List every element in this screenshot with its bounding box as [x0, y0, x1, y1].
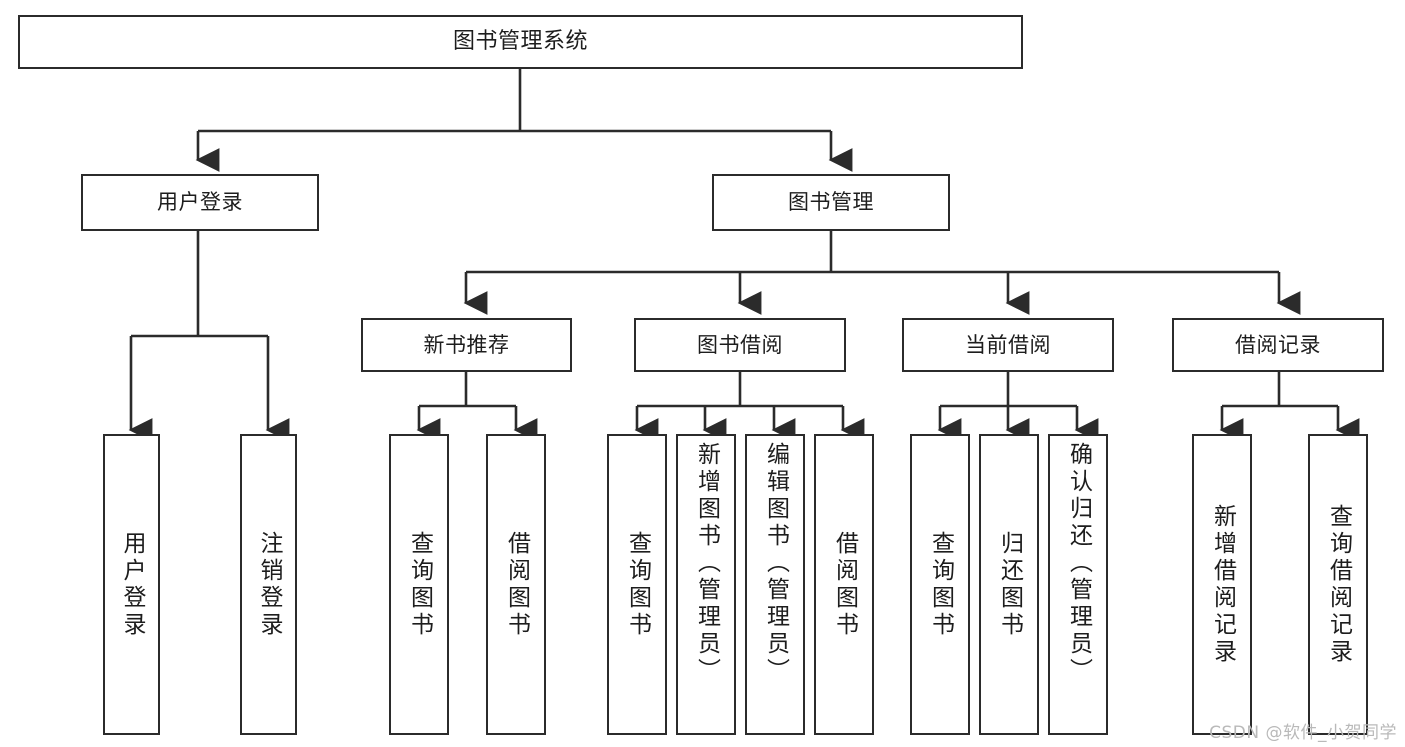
node-user-login[interactable]: 用户登录	[81, 174, 319, 231]
leaf-new-book-borrow-book[interactable]: 借阅图书	[486, 434, 546, 735]
node-label: 归还图书	[996, 530, 1023, 639]
node-label: 借阅图书	[831, 530, 858, 639]
leaf-book-borrow-add-book-admin[interactable]: 新增图书（管理员）	[676, 434, 736, 735]
leaf-user-login-logout[interactable]: 注销登录	[240, 434, 297, 735]
node-label: 查询借阅记录	[1325, 503, 1352, 666]
node-label: 新增借阅记录	[1209, 503, 1236, 666]
leaf-records-add-record[interactable]: 新增借阅记录	[1192, 434, 1252, 735]
node-book-borrow[interactable]: 图书借阅	[634, 318, 846, 372]
leaf-records-query-record[interactable]: 查询借阅记录	[1308, 434, 1368, 735]
node-label: 新书推荐	[423, 332, 510, 357]
node-label: 用户登录	[157, 190, 243, 215]
node-label: 查询图书	[927, 530, 954, 639]
leaf-new-book-query-book[interactable]: 查询图书	[389, 434, 449, 735]
node-label: 借阅图书	[503, 530, 530, 639]
csdn-watermark: CSDN @软件_小贺同学	[1209, 723, 1397, 743]
node-label: 当前借阅	[965, 332, 1051, 357]
leaf-user-login-login[interactable]: 用户登录	[103, 434, 160, 735]
leaf-book-borrow-query-book[interactable]: 查询图书	[607, 434, 667, 735]
node-label: 查询图书	[624, 530, 651, 639]
node-label: 图书借阅	[697, 332, 783, 357]
node-book-management[interactable]: 图书管理	[712, 174, 950, 231]
node-label: 注销登录	[256, 530, 282, 639]
node-root-library-system[interactable]: 图书管理系统	[18, 15, 1023, 69]
leaf-current-borrow-return-book[interactable]: 归还图书	[979, 434, 1039, 735]
node-label: 确认归还（管理员）	[1065, 442, 1092, 685]
node-label: 用户登录	[119, 530, 145, 639]
node-current-borrow[interactable]: 当前借阅	[902, 318, 1114, 372]
node-label: 新增图书（管理员）	[693, 442, 720, 685]
node-label: 查询图书	[406, 530, 433, 639]
node-label: 图书管理系统	[452, 29, 588, 55]
node-label: 编辑图书（管理员）	[762, 442, 789, 685]
node-borrow-records[interactable]: 借阅记录	[1172, 318, 1384, 372]
leaf-book-borrow-borrow-book[interactable]: 借阅图书	[814, 434, 874, 735]
node-label: 借阅记录	[1235, 332, 1321, 357]
leaf-current-borrow-query-book[interactable]: 查询图书	[910, 434, 970, 735]
node-new-book-recommend[interactable]: 新书推荐	[361, 318, 572, 372]
node-label: 图书管理	[788, 190, 874, 215]
leaf-current-borrow-confirm-return-admin[interactable]: 确认归还（管理员）	[1048, 434, 1108, 735]
leaf-book-borrow-edit-book-admin[interactable]: 编辑图书（管理员）	[745, 434, 805, 735]
